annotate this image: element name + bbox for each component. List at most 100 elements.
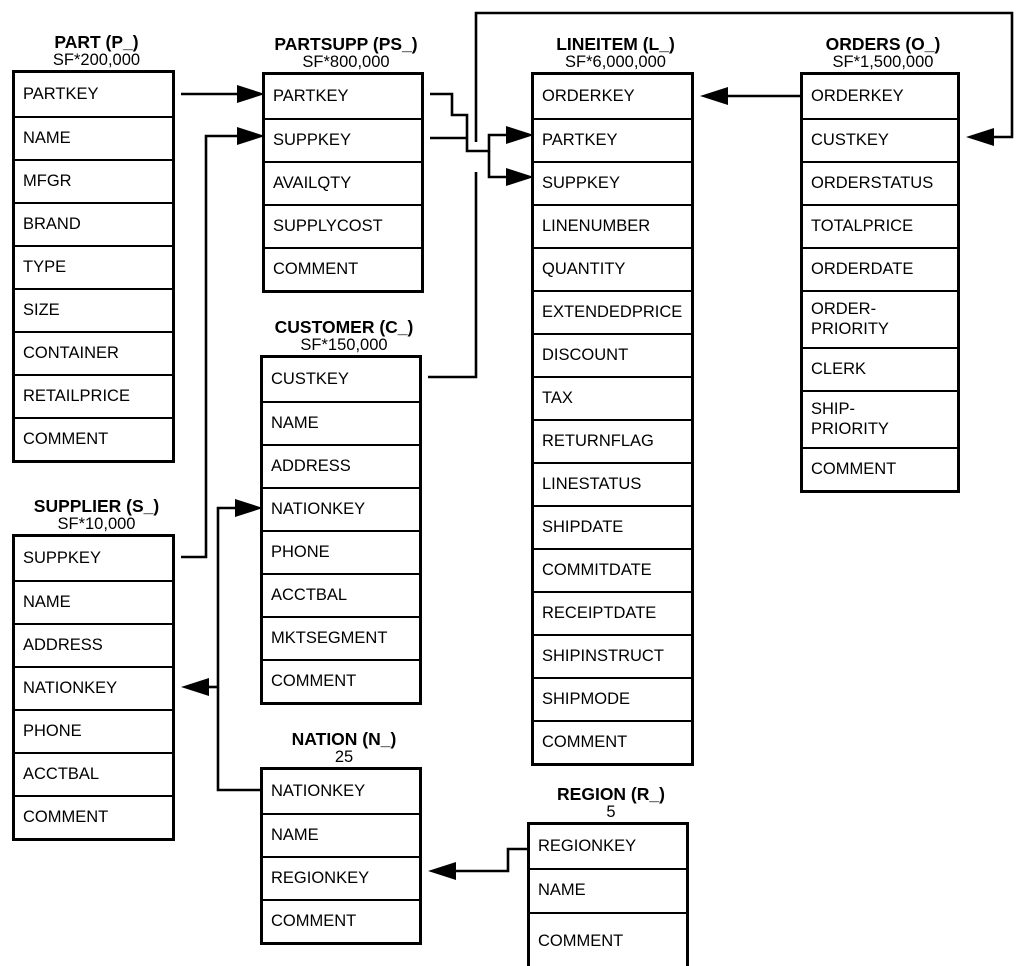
field-lineitem-returnflag: RETURNFLAG	[534, 419, 691, 462]
table-title-customer: CUSTOMER (C_)	[274, 317, 414, 337]
table-header-partsupp: PARTSUPP (PS_)SF*800,000	[205, 35, 487, 71]
field-customer-name: NAME	[263, 401, 419, 444]
field-partsupp-suppkey: SUPPKEY	[265, 118, 421, 161]
table-header-nation: NATION (N_)25	[203, 730, 485, 766]
field-customer-nationkey: NATIONKEY	[263, 487, 419, 530]
field-lineitem-receiptdate: RECEIPTDATE	[534, 591, 691, 634]
table-title-orders: ORDERS (O_)	[825, 34, 941, 54]
table-header-region: REGION (R_)5	[470, 785, 752, 821]
field-nation-regionkey: REGIONKEY	[263, 856, 419, 899]
field-orders-order-priority: ORDER- PRIORITY	[803, 290, 957, 347]
table-cardinality-lineitem: SF*6,000,000	[565, 53, 666, 71]
table-cardinality-part: SF*200,000	[52, 51, 141, 69]
field-orders-comment: COMMENT	[803, 447, 957, 490]
field-nation-nationkey: NATIONKEY	[271, 781, 366, 800]
field-part-container: CONTAINER	[15, 331, 172, 374]
field-lineitem-partkey: PARTKEY	[534, 118, 691, 161]
connector-nation-nationkey-to-customer-nationkey	[216, 506, 263, 792]
arrowhead-part-partkey-to-partsupp-partkey	[237, 85, 265, 103]
field-nation-comment: COMMENT	[263, 899, 419, 942]
table-header-customer: CUSTOMER (C_)SF*150,000	[203, 318, 485, 354]
connector-partsupp-partkey-to-lineitem-partkey	[430, 92, 508, 153]
table-header-lineitem: LINEITEM (L_)SF*6,000,000	[474, 35, 757, 71]
table-cardinality-nation: 25	[334, 748, 354, 766]
arrowhead-orders-orderkey-to-lineitem-orderkey	[700, 87, 728, 105]
field-lineitem-shipdate: SHIPDATE	[534, 505, 691, 548]
field-supplier-comment: COMMENT	[15, 795, 172, 838]
field-region-regionkey: REGIONKEY	[538, 836, 637, 855]
field-lineitem-commitdate: COMMITDATE	[534, 548, 691, 591]
field-orders-orderdate: ORDERDATE	[803, 247, 957, 290]
table-header-supplier: SUPPLIER (S_)SF*10,000	[0, 497, 238, 533]
field-part-retailprice: RETAILPRICE	[15, 374, 172, 417]
field-orders-orderkey: ORDERKEY	[811, 86, 904, 105]
field-part-name: NAME	[15, 116, 172, 159]
field-part-comment: COMMENT	[15, 417, 172, 460]
field-part-type: TYPE	[15, 245, 172, 288]
arrowhead-region-regionkey-to-nation-regionkey	[428, 862, 456, 880]
connector-supplier-suppkey-to-partsupp-suppkey	[181, 134, 239, 559]
table-cardinality-region: 5	[606, 803, 616, 821]
field-lineitem-shipmode: SHIPMODE	[534, 677, 691, 720]
field-partsupp-supplycost: SUPPLYCOST	[265, 204, 421, 247]
table-title-supplier: SUPPLIER (S_)	[33, 496, 160, 516]
field-lineitem-extendedprice: EXTENDEDPRICE	[534, 290, 691, 333]
arrowhead-partsupp-partkey-to-lineitem-partkey	[506, 126, 534, 144]
table-title-nation: NATION (N_)	[291, 729, 397, 749]
connector-customer-custkey-to-orders-custkey-seg1	[428, 172, 478, 379]
arrowhead-nation-nationkey-to-supplier-nationkey	[181, 678, 209, 696]
field-supplier-nationkey: NATIONKEY	[15, 666, 172, 709]
field-region-name: NAME	[530, 868, 686, 912]
table-cardinality-supplier: SF*10,000	[57, 515, 136, 533]
field-orders-orderstatus: ORDERSTATUS	[803, 161, 957, 204]
table-title-lineitem: LINEITEM (L_)	[556, 34, 675, 54]
field-supplier-phone: PHONE	[15, 709, 172, 752]
field-lineitem-linestatus: LINESTATUS	[534, 462, 691, 505]
field-customer-mktsegment: MKTSEGMENT	[263, 616, 419, 659]
table-header-part: PART (P_)SF*200,000	[0, 33, 238, 69]
connector-partsupp-suppkey-to-lineitem-suppkey-seg2	[487, 151, 508, 179]
field-lineitem-shipinstruct: SHIPINSTRUCT	[534, 634, 691, 677]
arrowhead-customer-custkey-to-orders-custkey	[966, 128, 994, 146]
field-lineitem-tax: TAX	[534, 376, 691, 419]
field-partsupp-availqty: AVAILQTY	[265, 161, 421, 204]
arrowhead-nation-nationkey-to-customer-nationkey	[235, 499, 263, 517]
arrowhead-partsupp-suppkey-to-lineitem-suppkey	[506, 168, 534, 186]
field-orders-clerk: CLERK	[803, 347, 957, 390]
field-supplier-address: ADDRESS	[15, 623, 172, 666]
field-part-mfgr: MFGR	[15, 159, 172, 202]
field-part-brand: BRAND	[15, 202, 172, 245]
arrowhead-supplier-suppkey-to-partsupp-suppkey	[237, 127, 265, 145]
connector-region-regionkey-to-nation-regionkey	[454, 847, 530, 873]
field-customer-comment: COMMENT	[263, 659, 419, 702]
table-cardinality-customer: SF*150,000	[300, 336, 388, 354]
table-title-part: PART (P_)	[54, 32, 139, 52]
field-customer-address: ADDRESS	[263, 444, 419, 487]
field-orders-custkey: CUSTKEY	[803, 118, 957, 161]
field-supplier-acctbal: ACCTBAL	[15, 752, 172, 795]
field-customer-custkey: CUSTKEY	[271, 369, 349, 388]
field-nation-name: NAME	[263, 813, 419, 856]
field-lineitem-quantity: QUANTITY	[534, 247, 691, 290]
field-part-size: SIZE	[15, 288, 172, 331]
field-orders-totalprice: TOTALPRICE	[803, 204, 957, 247]
field-lineitem-suppkey: SUPPKEY	[534, 161, 691, 204]
field-partsupp-partkey: PARTKEY	[273, 86, 349, 105]
connector-customer-custkey-to-orders-custkey-seg2	[474, 11, 1014, 142]
field-lineitem-linenumber: LINENUMBER	[534, 204, 691, 247]
field-region-comment: COMMENT	[530, 912, 686, 966]
field-supplier-name: NAME	[15, 580, 172, 623]
table-header-orders: ORDERS (O_)SF*1,500,000	[743, 35, 1023, 71]
field-lineitem-discount: DISCOUNT	[534, 333, 691, 376]
field-lineitem-orderkey: ORDERKEY	[542, 86, 635, 105]
table-title-partsupp: PARTSUPP (PS_)	[274, 34, 418, 54]
